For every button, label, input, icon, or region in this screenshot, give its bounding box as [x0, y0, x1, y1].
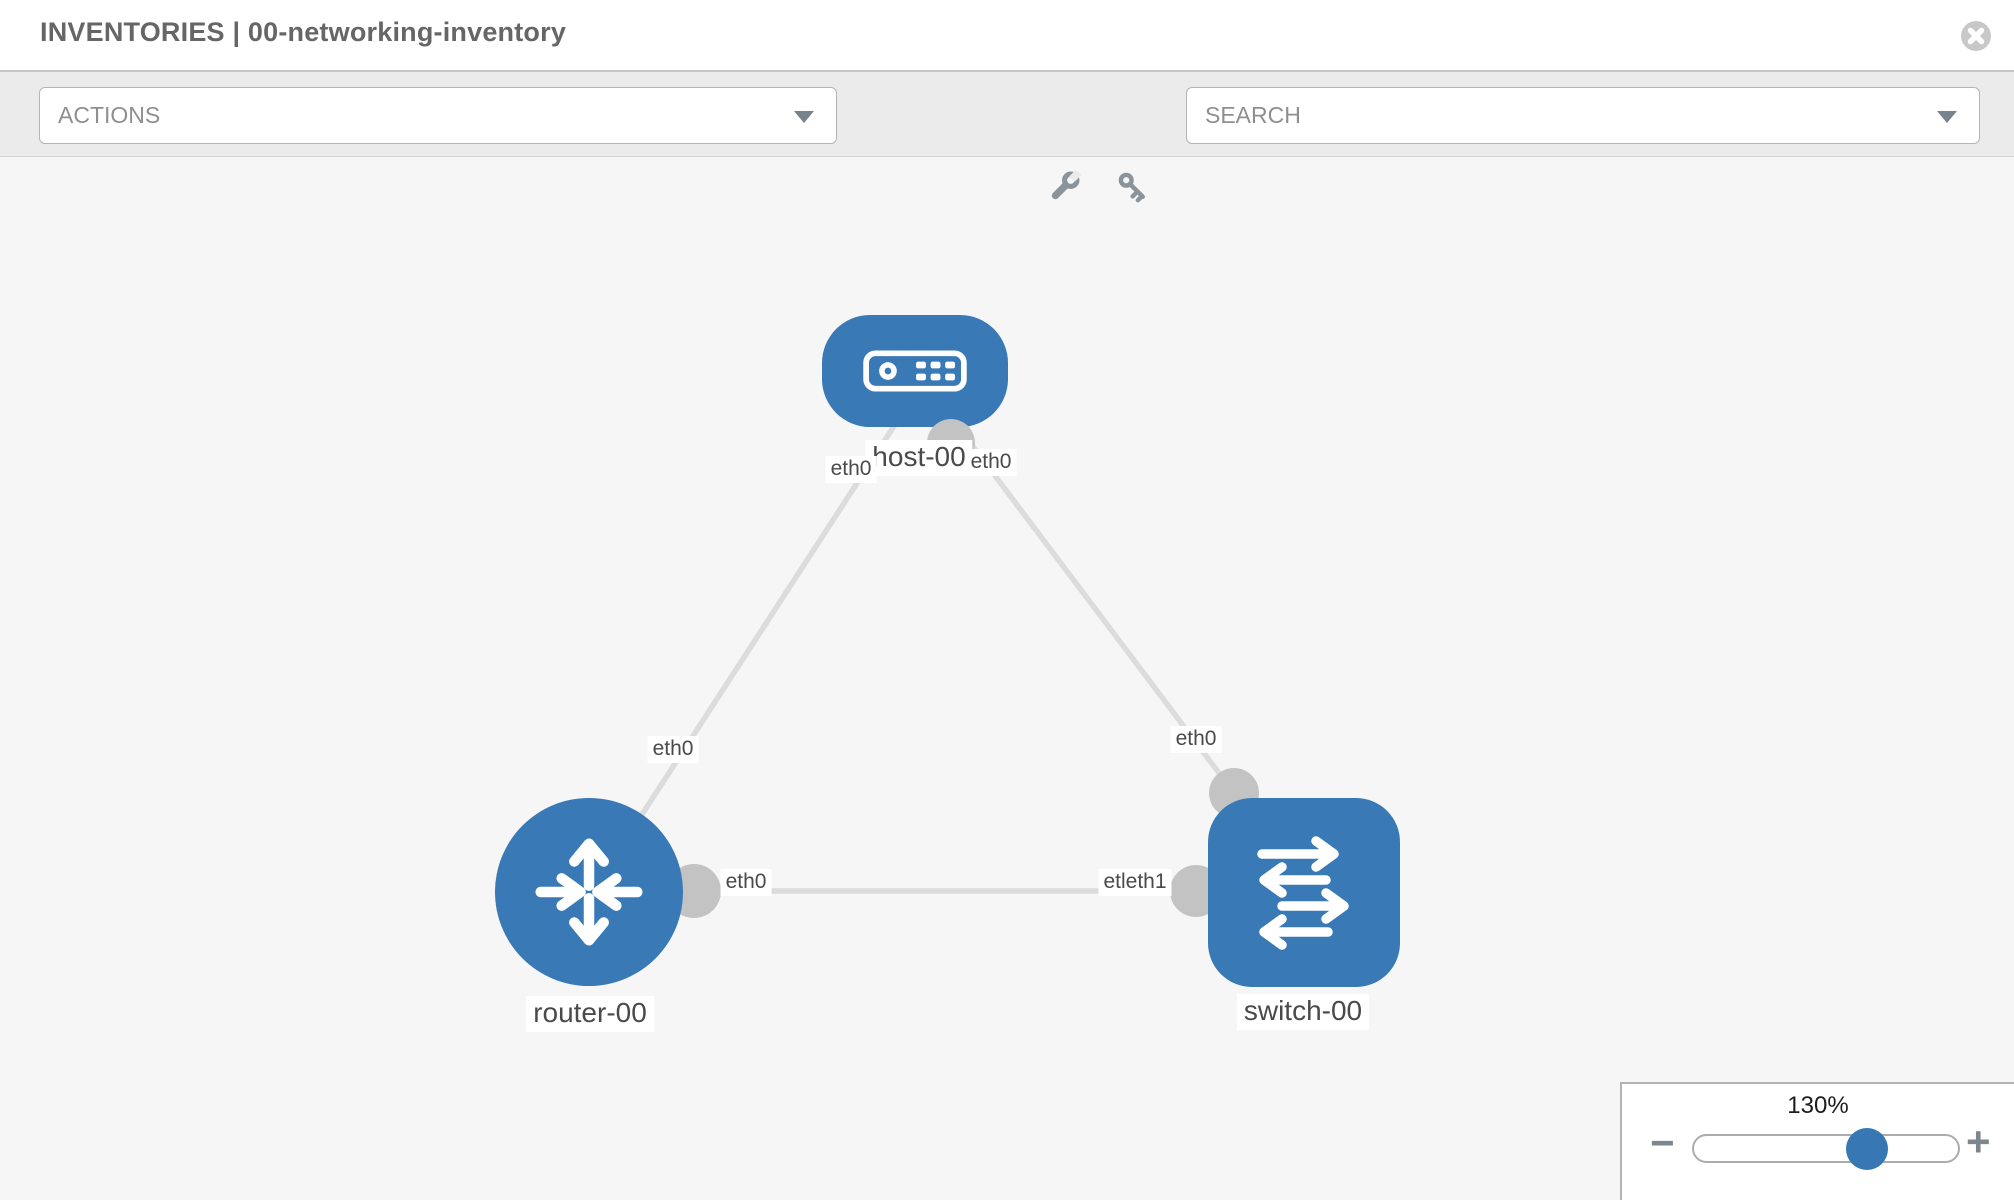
topology-links: [638, 418, 1237, 894]
node-label-host: host-00: [865, 440, 973, 476]
wrench-icon[interactable]: [1046, 169, 1082, 210]
search-dropdown[interactable]: SEARCH: [1186, 87, 1980, 144]
node-label-router: router-00: [526, 996, 654, 1032]
host-icon: [863, 350, 967, 392]
zoom-level-value: 130%: [1787, 1092, 1849, 1119]
node-switch-00[interactable]: [1208, 798, 1400, 987]
interface-label-switch-mid: etleth1: [1098, 869, 1172, 896]
interface-label-host-right: eth0: [965, 449, 1017, 476]
search-dropdown-label: SEARCH: [1205, 102, 1301, 128]
node-host-00[interactable]: [822, 315, 1008, 427]
close-icon[interactable]: [1960, 20, 1992, 52]
header-bar: INVENTORIES | 00-networking-inventory: [0, 0, 2014, 72]
zoom-out-button minus-icon[interactable]: −: [1650, 1119, 1675, 1166]
node-router-00[interactable]: [495, 798, 683, 986]
actions-dropdown[interactable]: ACTIONS: [39, 87, 837, 144]
interface-label-router-upper: eth0: [647, 736, 699, 763]
zoom-slider-track[interactable]: [1692, 1128, 1960, 1170]
interface-label-host-left: eth0: [825, 456, 877, 483]
chevron-down-icon: [794, 111, 814, 123]
zoom-in-button plus-icon[interactable]: +: [1966, 1118, 1991, 1165]
router-icon: [535, 838, 643, 946]
zoom-control-panel: 130% − +: [1620, 1082, 2014, 1200]
actions-dropdown-label: ACTIONS: [58, 102, 161, 128]
chevron-down-icon: [1937, 111, 1957, 123]
key-icon[interactable]: [1116, 170, 1150, 209]
node-label-switch: switch-00: [1236, 994, 1370, 1030]
zoom-slider-thumb[interactable]: [1846, 1128, 1888, 1170]
interface-label-switch-upper: eth0: [1170, 726, 1222, 753]
interface-label-router-mid: eth0: [720, 869, 772, 896]
page-title: INVENTORIES | 00-networking-inventory: [40, 17, 567, 47]
switch-icon: [1257, 835, 1349, 950]
toolbar: ACTIONS SEARCH: [0, 72, 2014, 203]
